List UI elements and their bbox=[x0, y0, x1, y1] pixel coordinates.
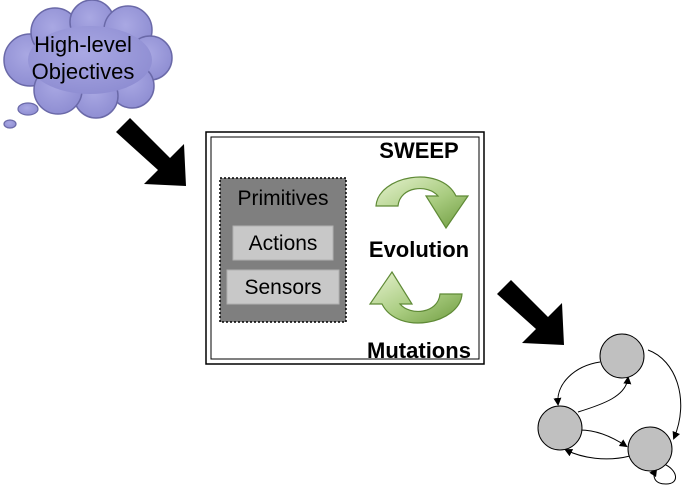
sensors-box bbox=[226, 269, 340, 305]
objectives-cloud: High-level Objectives bbox=[3, 0, 173, 129]
edge-right-to-left bbox=[564, 449, 631, 460]
edge-top-to-right bbox=[647, 349, 682, 440]
output-arrow-icon bbox=[497, 280, 564, 345]
sensors-label: Sensors bbox=[244, 276, 321, 299]
evolution-cycle-icon bbox=[368, 176, 470, 324]
state-node-right bbox=[627, 426, 673, 472]
state-machine bbox=[537, 333, 682, 485]
edge-left-to-right bbox=[579, 429, 628, 448]
thought-bubble-large bbox=[17, 102, 39, 116]
state-node-left bbox=[537, 405, 583, 451]
cycle-arrow-bottom-icon bbox=[368, 270, 463, 324]
edge-right-self-loop bbox=[649, 463, 676, 485]
actions-box bbox=[232, 225, 334, 261]
objectives-line1: High-level bbox=[34, 32, 132, 57]
objectives-line2: Objectives bbox=[32, 59, 135, 84]
state-node-top bbox=[599, 333, 645, 379]
primitives-title: Primitives bbox=[237, 187, 328, 210]
mutations-label: Mutations bbox=[367, 338, 471, 363]
input-arrow-icon bbox=[116, 118, 186, 186]
primitives-panel: Primitives Actions Sensors bbox=[219, 177, 347, 323]
sweep-title: SWEEP bbox=[379, 138, 458, 163]
cycle-arrow-top-icon bbox=[375, 176, 470, 230]
edge-top-to-left bbox=[553, 361, 601, 406]
actions-label: Actions bbox=[249, 232, 318, 255]
edge-left-to-top bbox=[577, 376, 632, 413]
evolution-label: Evolution bbox=[369, 237, 469, 262]
thought-bubble-small bbox=[3, 119, 17, 129]
